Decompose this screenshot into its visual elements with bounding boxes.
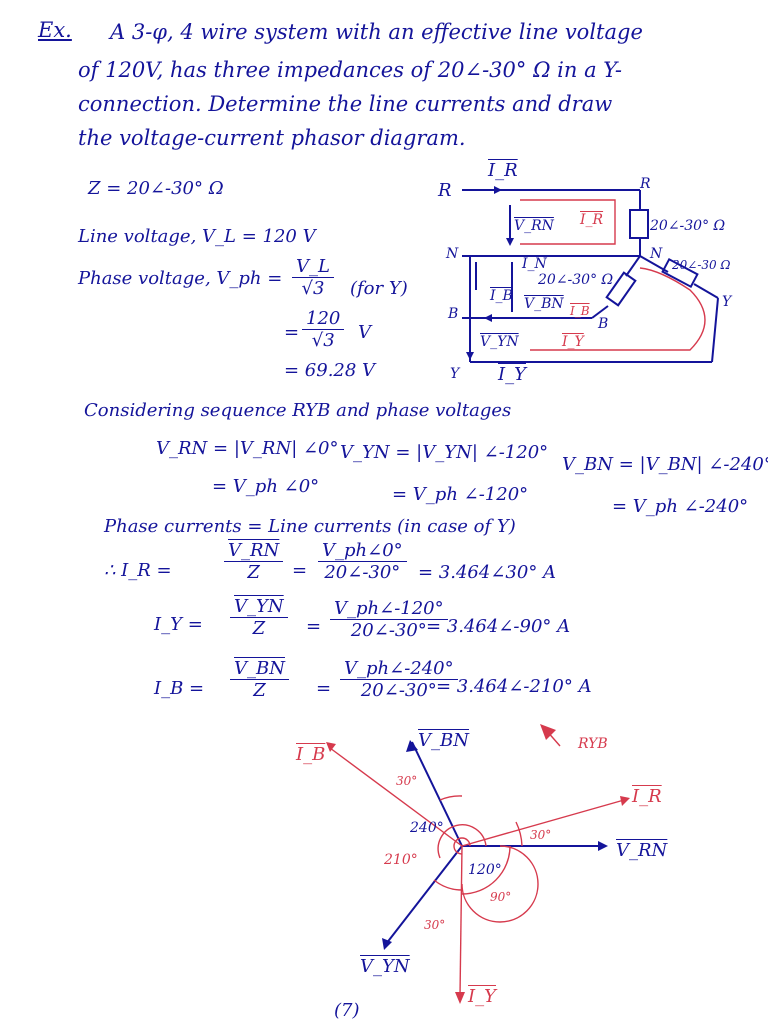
phasor-label-v-bn: V_BN xyxy=(418,730,469,751)
i-r-lhs: ∴ I_R = xyxy=(104,560,172,581)
equals-sign: = xyxy=(316,678,332,699)
i-y-result: = 3.464∠-90° A xyxy=(426,616,571,637)
i-r-fraction-2: V_ph∠0° 20∠-30° xyxy=(318,540,407,583)
v-rn-value: = V_ph ∠0° xyxy=(212,476,320,497)
fraction-denominator: 20∠-30° xyxy=(360,680,437,701)
unit-volt: V xyxy=(358,322,371,343)
i-y-lhs: I_Y = xyxy=(154,614,203,635)
problem-line-1: A 3-φ, 4 wire system with an effective l… xyxy=(110,20,643,44)
circuit-i-y: I_Y xyxy=(498,364,526,385)
circuit-v-bn: V_BN xyxy=(524,296,564,312)
circuit-i-r: I_R xyxy=(488,160,518,181)
i-r-fraction-1: V_RN Z xyxy=(224,540,284,583)
circuit-node-n: N xyxy=(446,246,459,262)
problem-line-2: of 120V, has three impedances of 20∠-30°… xyxy=(78,58,622,82)
circuit-v-yn: V_YN xyxy=(480,334,519,350)
equals-sign: = xyxy=(284,322,300,343)
circuit-i-b-loop: I_B xyxy=(570,304,590,318)
fraction-numerator: V_ph∠-120° xyxy=(330,598,448,620)
phase-voltage-label: Phase voltage, V_ph = xyxy=(78,268,283,289)
v-yn-definition: V_YN = |V_YN| ∠-120° xyxy=(340,442,549,463)
angle-90: 90° xyxy=(490,890,512,904)
problem-line-4: the voltage-current phasor diagram. xyxy=(78,126,466,150)
phasor-label-v-rn: V_RN xyxy=(616,840,668,861)
fraction-numerator: V_RN xyxy=(224,540,284,562)
i-r-result: = 3.464∠30° A xyxy=(418,562,557,583)
line-voltage: Line voltage, V_L = 120 V xyxy=(78,226,316,247)
page-number: (7) xyxy=(334,1000,360,1021)
circuit-impedance-y: 20∠-30 Ω xyxy=(672,258,731,272)
problem-label: Ex. xyxy=(38,18,72,42)
angle-210: 210° xyxy=(384,852,418,868)
angle-30-top: 30° xyxy=(396,774,418,788)
i-y-fraction-2: V_ph∠-120° 20∠-30° xyxy=(330,598,448,641)
circuit-i-n: I_N xyxy=(522,256,547,272)
fraction-numerator: V_ph∠0° xyxy=(318,540,407,562)
fraction-denominator: 20∠-30° xyxy=(350,620,427,641)
fraction-denominator: Z xyxy=(252,618,266,639)
v-bn-value: = V_ph ∠-240° xyxy=(612,496,749,517)
fraction-numerator: V_YN xyxy=(230,596,288,618)
fraction-denominator: 20∠-30° xyxy=(324,562,401,583)
fraction-denominator: √3 xyxy=(311,330,335,351)
circuit-n-right: N xyxy=(650,246,663,262)
i-y-phasor xyxy=(459,845,463,997)
phase-voltage-result: = 69.28 V xyxy=(284,360,376,381)
phasor-label-ryb: RYB xyxy=(578,736,608,752)
equals-sign: = xyxy=(306,616,322,637)
circuit-v-rn: V_RN xyxy=(514,218,554,234)
fraction-denominator: Z xyxy=(253,680,266,701)
equals-sign: = xyxy=(292,560,308,581)
circuit-i-r-loop: I_R xyxy=(580,212,604,228)
angle-240: 240° xyxy=(410,820,444,836)
fraction-numerator: V_L xyxy=(292,256,334,278)
circuit-impedance-b: 20∠-30° Ω xyxy=(538,272,614,288)
angle-30-bottom: 30° xyxy=(424,918,446,932)
circuit-impedance-r: 20∠-30° Ω xyxy=(650,218,726,234)
i-b-lhs: I_B = xyxy=(154,678,205,699)
phasor-label-i-y: I_Y xyxy=(468,986,496,1007)
sequence-heading: Considering sequence RYB and phase volta… xyxy=(84,400,512,421)
phasor-label-i-b: I_B xyxy=(296,744,326,765)
i-b-fraction-1: V_BN Z xyxy=(230,658,289,701)
i-b-fraction-2: V_ph∠-240° 20∠-30° xyxy=(340,658,458,701)
fraction-numerator: 120 xyxy=(302,308,345,330)
impedance-given: Z = 20∠-30° Ω xyxy=(88,178,224,199)
circuit-y-right: Y xyxy=(722,294,732,310)
fraction-denominator: √3 xyxy=(301,278,325,299)
i-b-result: = 3.464∠-210° A xyxy=(436,676,592,697)
fraction-denominator: Z xyxy=(247,562,260,583)
v-bn-definition: V_BN = |V_BN| ∠-240° xyxy=(562,454,768,475)
v-yn-value: = V_ph ∠-120° xyxy=(392,484,529,505)
circuit-node-y: Y xyxy=(450,366,460,382)
i-y-fraction-1: V_YN Z xyxy=(230,596,288,639)
phasor-label-i-r: I_R xyxy=(632,786,662,807)
fraction-numerator: V_ph∠-240° xyxy=(340,658,458,680)
phase-voltage-fraction-2: 120 √3 xyxy=(302,308,345,351)
v-rn-definition: V_RN = |V_RN| ∠0° xyxy=(156,438,339,459)
circuit-i-y-loop: I_Y xyxy=(562,334,584,350)
circuit-r-top: R xyxy=(640,176,651,192)
circuit-b-mid: B xyxy=(598,316,609,332)
angle-120: 120° xyxy=(468,862,502,878)
phase-equals-line: Phase currents = Line currents (in case … xyxy=(104,516,516,537)
angle-30-right: 30° xyxy=(530,828,552,842)
phasor-label-v-yn: V_YN xyxy=(360,956,410,977)
circuit-node-b: B xyxy=(448,306,459,322)
problem-line-3: connection. Determine the line currents … xyxy=(78,92,613,116)
for-y-note: (for Y) xyxy=(350,278,408,299)
circuit-node-r: R xyxy=(438,180,452,201)
fraction-numerator: V_BN xyxy=(230,658,289,680)
circuit-i-b: I_B xyxy=(490,288,513,304)
phase-voltage-fraction-1: V_L √3 xyxy=(292,256,334,299)
